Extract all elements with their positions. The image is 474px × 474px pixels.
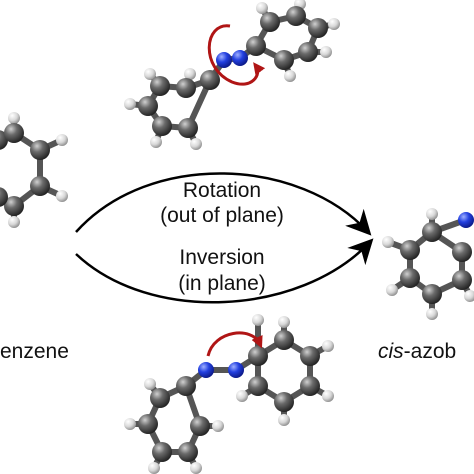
cis-azobenzene-label: cis-azob: [378, 340, 456, 363]
trans-azobenzene-molecule: [0, 112, 68, 228]
rotation-label: Rotation: [183, 179, 261, 202]
inversion-red-arrow: [206, 331, 263, 357]
rotation-sublabel: (out of plane): [160, 204, 284, 227]
inversion-label: Inversion: [179, 246, 264, 269]
azobenzene-fragment: -azob: [404, 340, 457, 363]
rotation-pathway-arrow: [75, 172, 372, 236]
inversion-pathway-arrow: [75, 238, 374, 304]
trans-azobenzene-label: enzene: [0, 340, 69, 363]
rotation-transition-state: [124, 0, 340, 150]
cis-prefix: cis: [378, 340, 404, 363]
inversion-transition-state: [124, 314, 334, 474]
cis-azobenzene-molecule: [382, 208, 474, 320]
rotation-red-arrow: [207, 24, 266, 86]
inversion-sublabel: (in plane): [178, 272, 266, 295]
